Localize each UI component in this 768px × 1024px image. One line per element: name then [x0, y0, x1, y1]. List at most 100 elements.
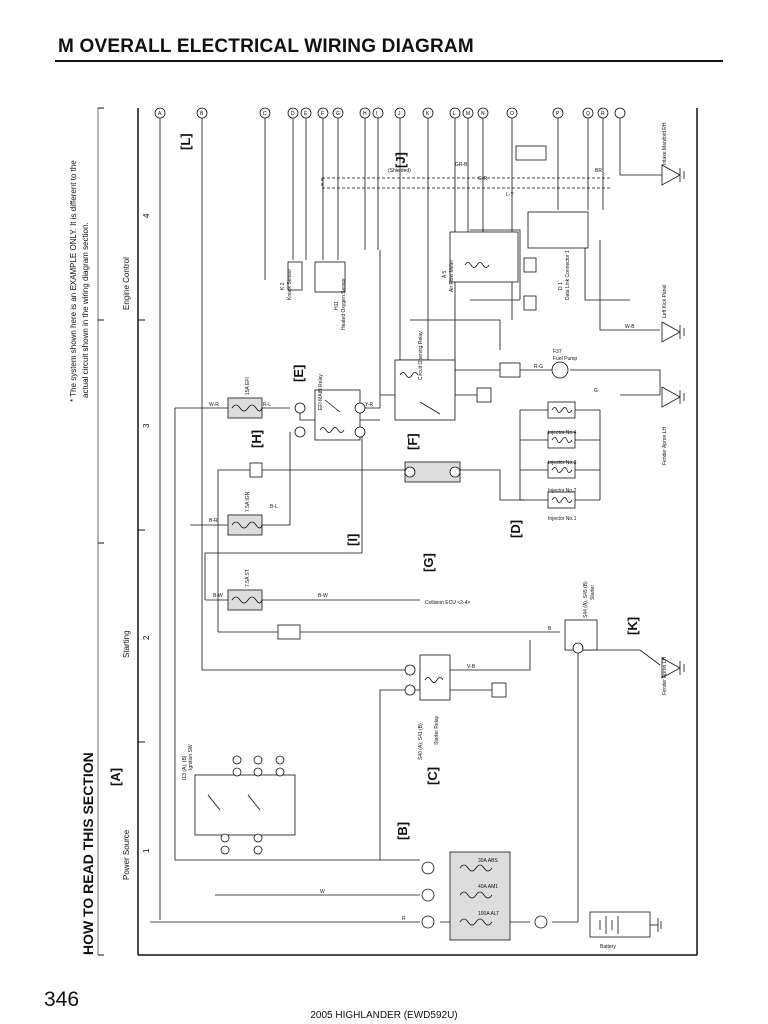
wire-label-bl1: B-L — [270, 504, 278, 510]
wire-label-yr1: Y-R — [365, 402, 374, 408]
connector-letter-r: R — [601, 111, 605, 117]
callout-k: [K] — [625, 616, 640, 635]
label-ground-intake: Intake Manifold RH — [662, 122, 668, 165]
callout-g: [G] — [421, 553, 436, 572]
example-note-line2: actual circuit shown in the wiring diagr… — [81, 222, 90, 398]
label-fuse-alt: 100A ALT — [478, 911, 499, 917]
connector-letter-g: G — [336, 111, 340, 117]
label-fuel-pump: Fuel Pump — [553, 356, 577, 362]
wire-label-bw1: B-W — [213, 593, 223, 599]
label-injector4: Injector No.4 — [548, 430, 577, 436]
connector-letter-h: H — [363, 111, 367, 117]
wire-label-vb1: V-B — [467, 664, 476, 670]
vertical-wires — [159, 118, 662, 920]
section-title: HOW TO READ THIS SECTION — [80, 752, 96, 955]
grid-number-3: 3 — [142, 423, 151, 428]
section-starting: Starting — [122, 630, 131, 658]
connector-letter-e: E — [304, 111, 308, 117]
wire-label-grb1: GR-B — [455, 162, 468, 168]
wire-label-br2: BR — [595, 168, 602, 174]
label-starter-relay: Starter Relay — [434, 715, 440, 745]
label-collision-ecu: Collision ECU <2-4> — [425, 600, 470, 606]
label-shielded: (Shielded) — [388, 168, 411, 174]
wire-label-bw2: B-W — [318, 593, 328, 599]
callout-d: [D] — [508, 519, 523, 538]
label-battery: Battery — [600, 944, 616, 950]
label-starter-relay-code: S40 (A), S41 (B) — [418, 723, 424, 760]
label-ground-fender-apron-2: Fender Apron LH — [662, 656, 668, 695]
section-engine-control: Engine Control — [122, 257, 131, 310]
connector-letter-c: C — [263, 111, 267, 117]
callout-b: [B] — [395, 821, 410, 840]
label-starter-code: S44 (A), S45 (B) — [583, 581, 589, 618]
component-boxes — [194, 145, 651, 938]
component-labels: Battery 100A ALT 40A AM1 30A ABS Collisi… — [388, 168, 616, 950]
section-power-source: Power Source — [122, 829, 131, 880]
page-number: 346 — [44, 988, 80, 1011]
connector-letter-l: L — [453, 111, 456, 117]
grid-number-2: 2 — [142, 635, 151, 640]
diagram-frame — [97, 107, 698, 956]
label-circuit-opening-relay: Circuit Opening Relay — [418, 331, 424, 380]
label-air-flow-code: A 5 — [442, 270, 448, 278]
page-footer: 2005 HIGHLANDER (EWD592U) — [310, 1010, 458, 1021]
label-fuse-efi: 15A EFI — [245, 377, 251, 395]
wire-label-r1: R — [402, 916, 406, 922]
label-air-flow-meter: Air Flow Meter — [449, 259, 455, 292]
label-ground-fender-apron-1: Fender Apron LH — [662, 426, 668, 465]
ground-symbols — [650, 164, 685, 932]
callout-a: [A] — [108, 767, 123, 786]
connector-letter-o: O — [510, 111, 514, 117]
callout-l: [L] — [178, 133, 193, 150]
connector-letter-d: D — [291, 111, 295, 117]
label-fuel-pump-code: F37 — [553, 349, 562, 355]
label-ignition-switch: Ignition SW — [188, 744, 194, 770]
label-fuse-am1: 40A AM1 — [478, 884, 498, 890]
wire-label-br1: B-R — [209, 518, 218, 524]
connector-letter-i: I — [376, 111, 377, 117]
callout-j: [J] — [393, 152, 408, 168]
label-dlc: Data Link Connector 1 — [565, 250, 571, 300]
callout-i: [I] — [345, 533, 360, 546]
label-starter: Starter — [590, 584, 596, 600]
callout-e: [E] — [291, 364, 306, 382]
label-ground-left-kick: Left Kick Panel — [662, 284, 668, 318]
grid-number-4: 4 — [142, 213, 151, 218]
callout-c: [C] — [425, 766, 440, 785]
label-injector1: Injector No.1 — [548, 516, 577, 522]
wire-label-w1: W — [320, 889, 325, 895]
label-fuse-abs: 30A ABS — [478, 858, 498, 864]
wire-label-b1: B — [548, 626, 552, 632]
callout-f: [F] — [405, 433, 420, 450]
connector-letter-m: M — [466, 111, 470, 117]
inline-connectors — [220, 361, 584, 929]
relay-internals — [207, 262, 619, 934]
page-header-title: M OVERALL ELECTRICAL WIRING DIAGRAM — [58, 36, 474, 57]
example-note-line1: * The system shown here is an EXAMPLE ON… — [69, 160, 78, 402]
top-connectors — [154, 107, 626, 119]
connector-letter-a: A — [158, 111, 162, 117]
connector-letter-f: F — [321, 111, 324, 117]
label-dlc-code: D 1 — [558, 282, 564, 290]
header-rule — [55, 60, 723, 62]
wire-label-ly1: L-Y — [506, 192, 514, 198]
label-efi-relay: EFI MAIN Relay — [318, 374, 324, 410]
fuse-squiggles — [231, 404, 493, 926]
connector-letter-n: N — [481, 111, 485, 117]
label-injector3: Injector No.3 — [548, 460, 577, 466]
label-knock-code: K 2 — [280, 282, 286, 290]
wire-label-g1: G — [594, 388, 598, 394]
fuse-blocks — [227, 397, 511, 941]
connector-letter-b: B — [200, 111, 204, 117]
label-fuse-st: 7.5A ST — [245, 569, 251, 587]
grid-number-1: 1 — [142, 848, 151, 853]
label-fuse-ign: 7.5A IGN — [245, 491, 251, 512]
wire-label-rg1: R-G — [534, 364, 543, 370]
label-heated-oxygen: Heated Oxygen Sensor — [341, 278, 347, 330]
wire-label-wb1: W-B — [625, 324, 635, 330]
wire-labels: W-R B-R B-W B-L R-L Y-R BR G-R GR-B L-Y … — [209, 162, 635, 922]
connector-letter-k: K — [426, 111, 430, 117]
label-heated-oxygen-code: H11 — [334, 301, 340, 310]
label-injector2: Injector No.2 — [548, 488, 577, 494]
